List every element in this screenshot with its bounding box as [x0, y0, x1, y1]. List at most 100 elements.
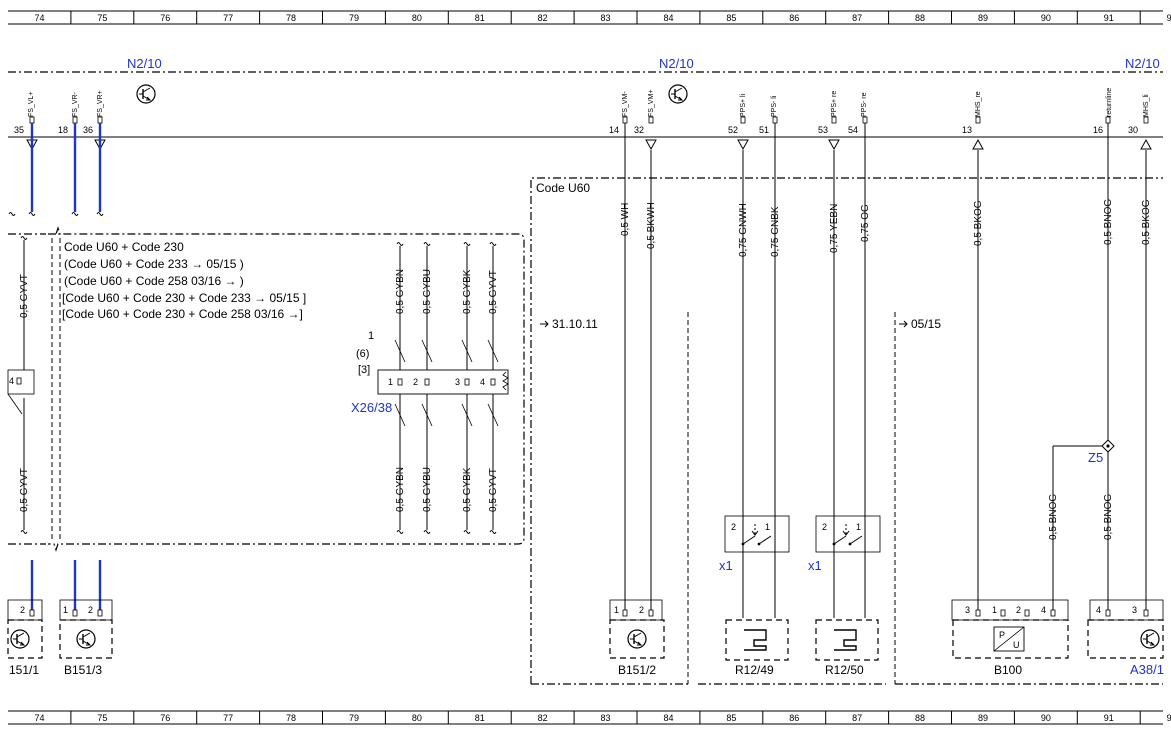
x1-label: x1 [719, 558, 733, 573]
ruler-label: 90 [1041, 713, 1051, 723]
connector-pin: 1 [856, 522, 861, 532]
n2-10-pin-marks [29, 116, 1149, 124]
ruler-label: 75 [97, 713, 107, 723]
ruler-label: 92 [1167, 13, 1171, 23]
wire-label: 0,75 GNBK [770, 206, 781, 257]
ruler-label: 89 [978, 13, 988, 23]
ruler-label: 79 [349, 713, 359, 723]
wire-label: 0,5 BNOG [1103, 494, 1114, 540]
splice-z5-and-a38: Z5 0,5 BNOG 0,5 BNOG 0,5 BKOG 4 3 A38/1 [1087, 123, 1164, 677]
connector-pin: 1 [765, 522, 770, 532]
heater-icon [815, 619, 879, 661]
wire-label: 0,5 GYBN [395, 269, 406, 314]
wire-label: 0,75 YEBN [829, 204, 840, 253]
ruler-label: 76 [160, 13, 170, 23]
control-unit-n2-10: N2/10 N2/10 N2/10 [8, 56, 1163, 138]
ruler-top: 74757677787980818283848586878889909192 [8, 10, 1171, 25]
ruler-label: 85 [726, 13, 736, 23]
signal-fs-vr-p: FS_VR+ [97, 90, 104, 117]
connector-pin: 3 [965, 605, 970, 615]
date-label: 05/15 [911, 317, 941, 331]
ruler-label: 82 [538, 713, 548, 723]
a38-label: A38/1 [1130, 662, 1164, 677]
r12-50-label: R12/50 [825, 663, 864, 677]
r12-49-label: R12/49 [735, 663, 774, 677]
connector-x26-38: 1 2 3 4 X26/38 0,5 GYBN 0,5 GYBU 0,5 GYB… [351, 242, 509, 534]
variant-label: [3] [358, 364, 370, 376]
wire-label: 0,5 BNOG [1048, 494, 1059, 540]
wire-label: 0,5 GYBU [422, 467, 433, 512]
connector-pin: 1 [63, 605, 68, 615]
code-line: [Code U60 + Code 230 + Code 258 03/16 →] [62, 307, 303, 321]
left-gyvt-wires: 0,5 GYVT 0,5 GYVT 4 [7, 236, 35, 534]
ruler-label: 88 [915, 713, 925, 723]
heater-r12-50: 0,75 YEBN 0,75 OG 2 1 x1 R12/50 [808, 123, 881, 677]
wire-label: 0,5 GYVT [19, 274, 30, 318]
transistor-icon [668, 84, 688, 104]
transistor-icon [136, 84, 156, 104]
wire-label: 0,5 BKOG [1141, 199, 1152, 245]
connector-pin: 2 [822, 522, 827, 532]
pin-number: 51 [759, 125, 769, 135]
ruler-label: 78 [286, 13, 296, 23]
ruler-label: 81 [475, 13, 485, 23]
ruler-label: 87 [852, 713, 862, 723]
connector-pin: 2 [20, 605, 25, 615]
code-line: Code U60 + Code 230 [64, 240, 184, 254]
connector-pin: 4 [9, 376, 14, 386]
connector-pin: 4 [1096, 605, 1101, 615]
ruler-label: 90 [1041, 13, 1051, 23]
code-line: (Code U60 + Code 233 → 05/15 ) [64, 257, 244, 271]
wire-label: 0,5 WH [620, 203, 631, 236]
wire-label: 0,5 BKOG [973, 200, 984, 246]
pin-number: 54 [848, 125, 858, 135]
pin-number: 53 [818, 125, 828, 135]
ruler-label: 91 [1104, 713, 1114, 723]
z5-label: Z5 [1088, 450, 1103, 465]
n2-10-label: N2/10 [659, 56, 694, 71]
code-variant-box: Code U60 + Code 230 (Code U60 + Code 233… [8, 226, 525, 552]
signal-pps-li-m: PPS- li [771, 95, 778, 117]
ruler-label: 77 [223, 13, 233, 23]
signal-direction-markers [26, 139, 1152, 150]
wire-label: 0,5 BKWH [646, 202, 657, 249]
wire-label: 0,5 BNOG [1103, 199, 1114, 245]
b100-p: P [999, 630, 1005, 640]
sensor-b100: 0,5 BKOG 0,5 BNOG 3 1 2 4 P U B100 [951, 150, 1108, 677]
x1-label: x1 [808, 558, 822, 573]
b151-3-label: B151/3 [64, 663, 102, 677]
connector-pin: 2 [413, 377, 418, 387]
pin-number: 52 [728, 125, 738, 135]
ruler-label: 80 [412, 713, 422, 723]
signal-labels: FS_VL+ FS_VR- FS_VR+ FS_VM- FS_VM+ PPS+ … [28, 88, 1150, 117]
wire-label: 0,5 GYBU [422, 269, 433, 314]
ruler-label: 74 [34, 13, 44, 23]
signal-returnline: returnline [1106, 88, 1113, 117]
ruler-label: 83 [601, 13, 611, 23]
b100-u: U [1013, 640, 1020, 650]
ruler-label: 79 [349, 13, 359, 23]
signal-mhs-li: MHS_li [1143, 94, 1150, 117]
wire-label: 0,5 GYVT [19, 468, 30, 512]
code-u60-region: Code U60 31.10.11 05/15 [530, 177, 1163, 685]
ruler-label: 88 [915, 13, 925, 23]
pressure-sensor-icon [993, 626, 1025, 652]
signal-fs-vl-p: FS_VL+ [28, 92, 35, 118]
wire-label: 0,75 GNWH [738, 203, 749, 257]
ruler-label: 87 [852, 13, 862, 23]
sensors-b151-left: 2 1 2 151/1 B151/3 [7, 560, 113, 677]
connector-pin: 2 [88, 605, 93, 615]
connector-pin: 2 [731, 522, 736, 532]
transistor-icon [1140, 629, 1160, 649]
wire-label: 0,5 GYBK [462, 269, 473, 314]
ruler-label: 86 [789, 713, 799, 723]
pin-number: 16 [1093, 125, 1103, 135]
ruler-label: 89 [978, 713, 988, 723]
ruler-label: 75 [97, 13, 107, 23]
ruler-label: 84 [663, 713, 673, 723]
ruler-label: 84 [663, 13, 673, 23]
variant-label: (6) [356, 348, 369, 360]
transistor-icon [10, 629, 30, 649]
connector-pin: 1 [992, 605, 997, 615]
ruler-bottom: 74757677787980818283848586878889909192 [8, 710, 1171, 725]
